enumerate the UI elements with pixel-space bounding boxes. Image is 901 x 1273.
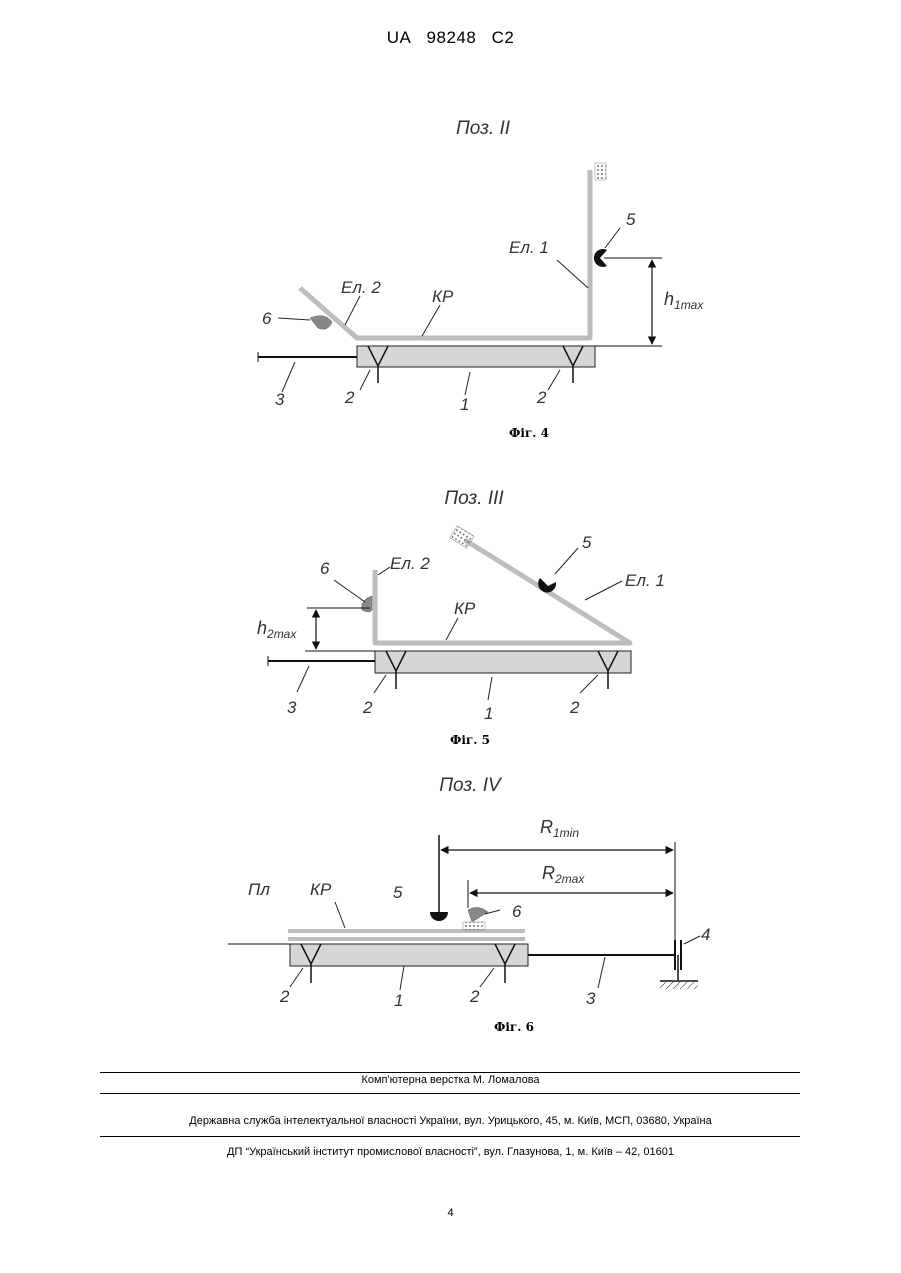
fig4-leader-el1 <box>557 260 588 288</box>
footer-office: Державна служба інтелектуальної власност… <box>0 1115 901 1127</box>
fig5-label-6: 6 <box>320 559 330 578</box>
fig4-position-label: Поз. II <box>456 118 511 139</box>
figure-6: Поз. IV R1min R2max Пл КР 5 6 4 2 <box>228 775 710 1034</box>
fig4-caption: Фіг. 4 <box>509 426 549 440</box>
fig5-element-5 <box>538 578 556 592</box>
fig6-label-r1: R1min <box>540 817 579 840</box>
fig4-leader-kp <box>422 305 440 336</box>
fig4-leader-2a <box>360 370 370 390</box>
page-number: 4 <box>0 1207 901 1219</box>
fig5-label-2b: 2 <box>569 698 580 717</box>
fig6-rail-kp <box>288 931 525 939</box>
fig5-leader-el1 <box>585 581 622 600</box>
fig5-leader-el2 <box>378 567 390 575</box>
fig6-ground-hatch <box>660 982 698 989</box>
figure-4: Поз. II Ел. 1 Ел. 2 КР 5 6 <box>258 118 704 440</box>
fig4-leader-el2 <box>345 296 360 325</box>
fig4-label-h: h1max <box>664 289 704 312</box>
fig5-label-5: 5 <box>582 533 592 552</box>
fig5-label-kp: КР <box>454 599 476 618</box>
fig6-leader-2a <box>290 968 303 987</box>
fig4-label-5: 5 <box>626 210 636 229</box>
fig5-leader-2b <box>580 675 598 693</box>
fig4-body-1 <box>357 346 595 367</box>
footer-rule-1 <box>100 1072 800 1073</box>
fig6-leader-1 <box>400 966 404 990</box>
fig5-leader-kp <box>446 618 458 640</box>
figure-5: Поз. III Ел. 1 Ел. 2 КР 5 6 h2max 3 2 1 … <box>257 488 665 747</box>
fig5-leader-6 <box>334 580 365 602</box>
fig6-label-r2: R2max <box>542 863 585 886</box>
fig6-label-3: 3 <box>586 989 596 1008</box>
fig4-leader-1 <box>465 372 470 395</box>
fig4-label-kp: КР <box>432 287 454 306</box>
fig4-leader-2b <box>548 370 560 390</box>
fig4-label-el1: Ел. 1 <box>509 238 549 257</box>
fig4-leader-3 <box>282 362 295 392</box>
fig5-position-label: Поз. III <box>444 488 504 509</box>
fig6-leader-4 <box>684 936 700 944</box>
fig4-label-el2: Ел. 2 <box>341 278 381 297</box>
patent-drawings: Поз. II Ел. 1 Ел. 2 КР 5 6 <box>0 0 901 1060</box>
footer-rule-2 <box>100 1093 800 1094</box>
fig6-label-5: 5 <box>393 883 403 902</box>
fig4-granular-material <box>595 163 606 180</box>
footer-institute: ДП “Український інститут промислової вла… <box>0 1146 901 1158</box>
footer-rule-3 <box>100 1136 800 1137</box>
fig6-label-4: 4 <box>701 925 710 944</box>
fig4-label-6: 6 <box>262 309 272 328</box>
fig5-label-2a: 2 <box>362 698 373 717</box>
fig5-label-el1: Ел. 1 <box>625 571 665 590</box>
fig4-label-2b: 2 <box>536 388 547 407</box>
fig4-label-1: 1 <box>460 395 469 414</box>
fig4-element-6 <box>310 316 332 329</box>
fig4-leader-6 <box>278 318 310 320</box>
fig6-label-kp: КР <box>310 880 332 899</box>
fig6-label-2a: 2 <box>279 987 290 1006</box>
fig6-label-pl: Пл <box>248 880 270 899</box>
fig6-leader-2b <box>480 968 494 987</box>
fig5-element-6 <box>362 596 372 612</box>
fig5-label-el2: Ел. 2 <box>390 554 430 573</box>
fig5-body-1 <box>375 651 631 673</box>
fig6-label-6: 6 <box>512 902 522 921</box>
fig5-leader-1 <box>488 677 492 700</box>
fig6-body-1 <box>290 944 528 966</box>
fig6-leader-kp <box>335 902 345 928</box>
fig5-label-3: 3 <box>287 698 297 717</box>
fig5-label-1: 1 <box>484 704 493 723</box>
fig6-element-6 <box>468 907 488 922</box>
fig6-position-label: Поз. IV <box>439 775 503 796</box>
fig6-label-1: 1 <box>394 991 403 1010</box>
fig4-label-3: 3 <box>275 390 285 409</box>
fig5-leader-5 <box>555 548 578 574</box>
fig6-label-2b: 2 <box>469 987 480 1006</box>
fig6-leader-3 <box>598 957 605 988</box>
footer-layout-credit: Комп'ютерна верстка М. Ломалова <box>0 1074 901 1086</box>
fig5-caption: Фіг. 5 <box>450 733 490 747</box>
fig6-granular-material <box>463 922 485 930</box>
fig5-leader-2a <box>374 675 386 693</box>
fig4-label-2a: 2 <box>344 388 355 407</box>
fig5-leader-3 <box>297 666 309 692</box>
fig4-leader-5 <box>605 228 620 248</box>
fig6-element-5 <box>430 912 448 921</box>
fig6-caption: Фіг. 6 <box>494 1020 534 1034</box>
fig5-label-h: h2max <box>257 618 297 641</box>
